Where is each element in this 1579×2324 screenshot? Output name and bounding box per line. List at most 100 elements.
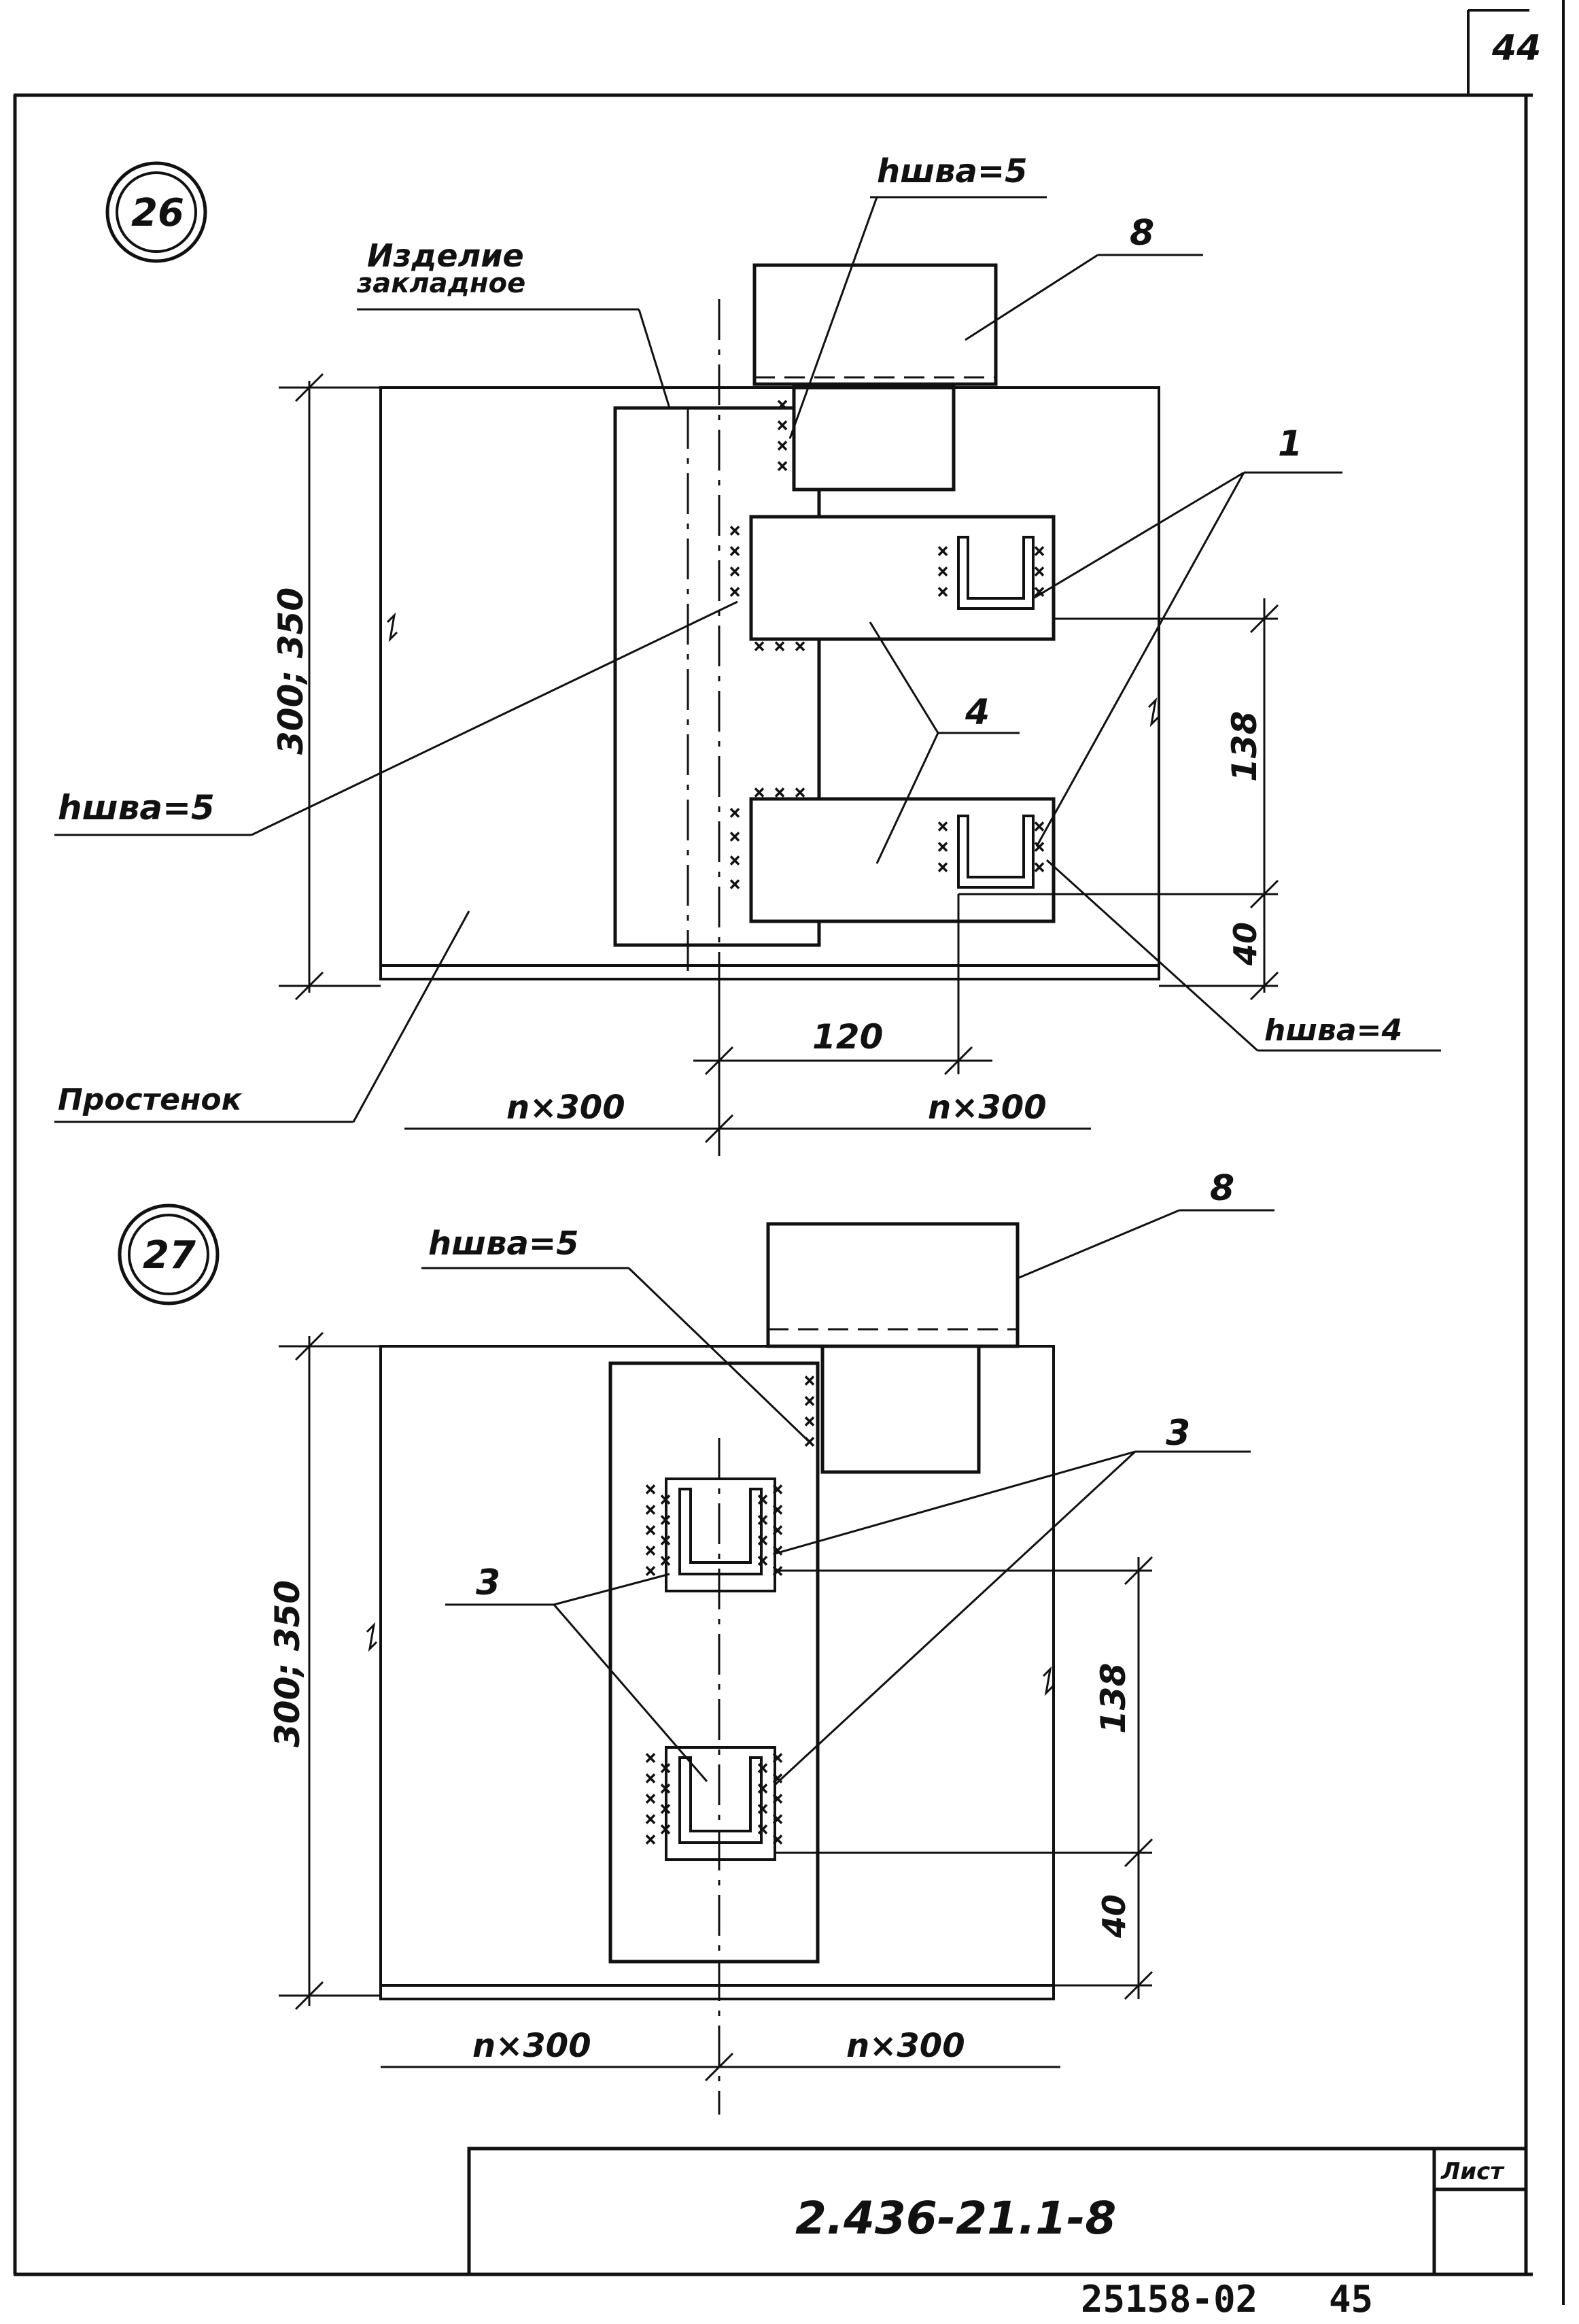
detail-26-circle-inner xyxy=(116,171,197,253)
dim-138-26: 138 xyxy=(1225,711,1264,782)
svg-text:×: × xyxy=(771,1807,784,1831)
archive-number: 25158-02 xyxy=(1081,2278,1257,2321)
label-weld-left-26: hшва=5 xyxy=(58,788,215,827)
svg-text:×: × xyxy=(776,434,788,458)
svg-text:×: × xyxy=(729,539,741,563)
svg-text:×: × xyxy=(1033,855,1045,879)
svg-text:×: × xyxy=(774,781,786,804)
page-number-box xyxy=(1467,9,1529,95)
dimension-lines-27 xyxy=(279,1331,1153,2082)
callout-4-26: 4 xyxy=(965,692,990,733)
weld-marks-26: ×××× ×××× ××× ××× ××× ××× ×××× ××× ××× xyxy=(729,393,1045,896)
svg-text:×: × xyxy=(757,1817,769,1841)
svg-text:×: × xyxy=(803,1430,816,1454)
dim-height-27: 300; 350 xyxy=(268,1580,307,1747)
callout-8-27: 8 xyxy=(1210,1168,1234,1209)
svg-text:×: × xyxy=(771,1518,784,1542)
svg-text:×: × xyxy=(771,1746,784,1770)
callout-3-right-27: 3 xyxy=(1166,1413,1190,1454)
svg-text:×: × xyxy=(729,825,741,849)
embedded-plate-27 xyxy=(608,1361,820,1964)
element-8-27 xyxy=(766,1222,1020,1348)
svg-text:×: × xyxy=(659,1488,672,1511)
svg-text:×: × xyxy=(729,580,741,604)
svg-text:×: × xyxy=(753,781,765,804)
svg-text:×: × xyxy=(757,1508,769,1532)
detail-26-number: 26 xyxy=(131,191,184,235)
svg-text:×: × xyxy=(1033,580,1045,604)
detail-27-circle-inner xyxy=(128,1214,209,1295)
svg-text:×: × xyxy=(644,1498,657,1522)
dim-right-27: n×300 xyxy=(846,2027,965,2065)
sheet-label: Лист xyxy=(1440,2158,1505,2185)
svg-text:×: × xyxy=(794,781,806,804)
svg-text:×: × xyxy=(757,1777,769,1800)
svg-text:×: × xyxy=(659,1528,672,1552)
callout-3-left-27: 3 xyxy=(476,1562,500,1603)
svg-text:×: × xyxy=(1033,539,1045,563)
svg-text:×: × xyxy=(1033,560,1045,583)
svg-text:×: × xyxy=(776,393,788,417)
channel-1-upper xyxy=(957,536,1035,610)
detail-26: 26 ×××× ×××× ××× ××× ××× ××× × xyxy=(54,152,1441,1156)
dim-left-26: n×300 xyxy=(506,1089,625,1127)
svg-text:×: × xyxy=(644,1539,657,1562)
svg-text:×: × xyxy=(1033,815,1045,838)
dim-40-26: 40 xyxy=(1227,922,1264,966)
element-8 xyxy=(752,263,998,386)
svg-text:×: × xyxy=(729,519,741,543)
callout-1-26: 1 xyxy=(1278,424,1302,464)
svg-text:×: × xyxy=(776,413,788,437)
svg-text:×: × xyxy=(757,1797,769,1821)
svg-text:×: × xyxy=(757,1549,769,1573)
svg-text:×: × xyxy=(774,634,786,658)
channel-3-lower xyxy=(678,1756,763,1844)
weld-marks-27: ×××× ××××× ×××× ××××× ×××× ××××× ×××× ××… xyxy=(644,1369,816,1851)
svg-text:×: × xyxy=(757,1528,769,1552)
svg-text:×: × xyxy=(937,835,949,859)
svg-text:×: × xyxy=(757,1488,769,1511)
title-block xyxy=(467,2147,1528,2276)
svg-text:×: × xyxy=(753,634,765,658)
svg-text:×: × xyxy=(757,1756,769,1780)
svg-text:×: × xyxy=(1033,835,1045,859)
svg-text:×: × xyxy=(803,1409,816,1433)
callout-8-26: 8 xyxy=(1130,213,1154,254)
svg-text:×: × xyxy=(729,801,741,825)
svg-text:×: × xyxy=(644,1828,657,1851)
dim-120-26: 120 xyxy=(812,1017,883,1057)
svg-text:×: × xyxy=(937,539,949,563)
label-weld-right-26: hшва=4 xyxy=(1264,1013,1402,1048)
label-weld-top-26: hшва=5 xyxy=(877,152,1028,190)
svg-text:×: × xyxy=(771,1539,784,1562)
svg-text:×: × xyxy=(644,1746,657,1770)
dimension-lines-26 xyxy=(279,373,1279,1156)
detail-27: 27 ×××× ××××× ×××× ××××× ×××× ××××× ××××… xyxy=(118,1168,1274,2115)
dim-height-26: 300; 350 xyxy=(271,587,311,755)
svg-text:×: × xyxy=(644,1807,657,1831)
detail-27-number: 27 xyxy=(143,1233,196,1278)
svg-text:×: × xyxy=(644,1787,657,1811)
svg-text:×: × xyxy=(937,855,949,879)
channel-1-lower xyxy=(957,815,1035,889)
label-embedded-part-line2: закладное xyxy=(356,268,525,299)
drawing-code: 2.436-21.1-8 xyxy=(795,2192,1116,2244)
dim-138-27: 138 xyxy=(1094,1663,1133,1734)
dim-left-27: n×300 xyxy=(472,2027,591,2065)
svg-text:×: × xyxy=(659,1549,672,1573)
svg-text:×: × xyxy=(644,1559,657,1583)
detail-26-circle-outer xyxy=(105,161,207,263)
svg-text:×: × xyxy=(794,634,806,658)
svg-text:×: × xyxy=(729,872,741,896)
svg-text:×: × xyxy=(659,1508,672,1532)
svg-text:×: × xyxy=(644,1518,657,1542)
element-4-upper xyxy=(749,515,1056,641)
svg-text:×: × xyxy=(659,1777,672,1800)
svg-text:×: × xyxy=(659,1797,672,1821)
svg-text:×: × xyxy=(937,815,949,838)
svg-text:×: × xyxy=(729,849,741,872)
svg-text:×: × xyxy=(771,1477,784,1501)
label-weld-top-27: hшва=5 xyxy=(428,1225,579,1263)
top-plate-27 xyxy=(820,1344,981,1474)
